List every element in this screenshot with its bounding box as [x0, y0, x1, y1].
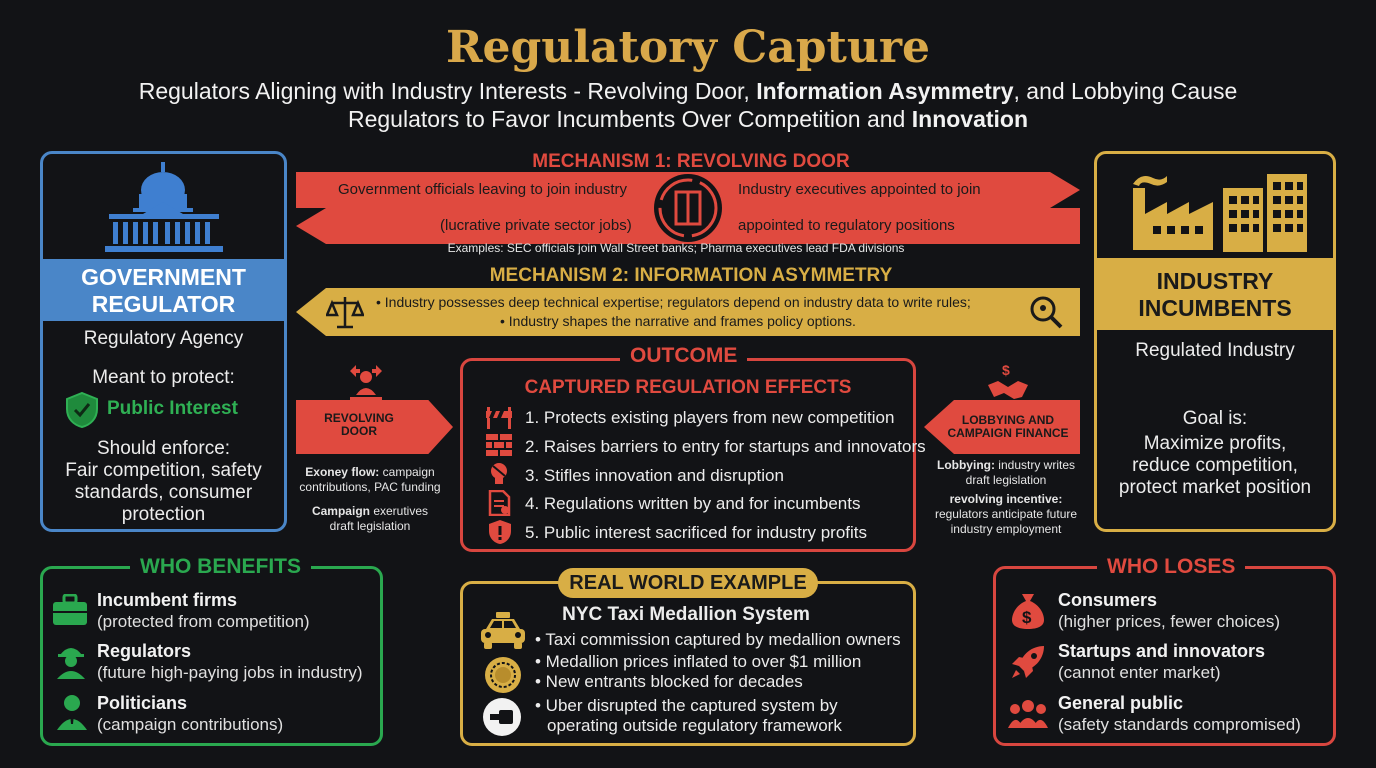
- lobbying-arrow-label: LOBBYING AND CAMPAIGN FINANCE: [947, 413, 1069, 440]
- document-icon: [488, 490, 512, 516]
- outcome-item-4: 4. Regulations written by and for incumb…: [525, 494, 861, 513]
- loser-desc-3: (safety standards compromised): [1058, 715, 1301, 734]
- outcome-label: OUTCOME: [620, 344, 748, 368]
- loser-name-2: Startups and innovators: [1058, 641, 1266, 661]
- scales-of-justice-icon: [326, 294, 364, 330]
- who-benefits-label: WHO BENEFITS: [130, 555, 311, 579]
- person-network-icon: [346, 363, 386, 403]
- handshake-dollar-icon: $: [986, 363, 1030, 405]
- money-bag-icon: $: [1010, 592, 1046, 630]
- subtitle-line-2: Regulators to Favor Incumbents Over Comp…: [347, 106, 1029, 132]
- example-item-2: • Medallion prices inflated to over $1 m…: [535, 652, 862, 671]
- loser-name-3: General public: [1058, 693, 1184, 713]
- worker-helmet-icon: [54, 643, 88, 679]
- benefit-name-2: Regulators: [97, 641, 192, 661]
- regulator-title-band: GOVERNMENT REGULATOR: [43, 259, 284, 321]
- right-flow-note-1: Lobbying: industry writes draft legislat…: [936, 458, 1075, 487]
- regulator-subtitle: Regulatory Agency: [83, 328, 244, 349]
- arrow-top-left-text: Government officials leaving to join ind…: [338, 181, 628, 198]
- industry-title-line1: INDUSTRY: [1156, 268, 1274, 294]
- left-flow-note-2: Campaign exerutives draft legislation: [311, 504, 429, 533]
- public-interest-label: Public Interest: [107, 398, 238, 419]
- revolving-door-icon: [652, 172, 724, 244]
- page-title: Regulatory Capture: [445, 22, 931, 73]
- arrow-information-asymmetry: [296, 288, 1080, 336]
- goal-text: Maximize profits, reduce competition, pr…: [1118, 433, 1312, 498]
- taxi-icon: [478, 611, 528, 651]
- regulator-panel: GOVERNMENT REGULATOR Regulatory Agency M…: [40, 151, 287, 532]
- mechanism-2-title: MECHANISM 2: INFORMATION ASYMMETRY: [489, 265, 893, 286]
- loser-name-1: Consumers: [1058, 590, 1158, 610]
- benefit-name-1: Incumbent firms: [97, 590, 238, 610]
- magnifier-icon: [1028, 294, 1064, 330]
- outcome-item-2: 2. Raises barriers to entry for startups…: [525, 437, 926, 456]
- loser-desc-1: (higher prices, fewer choices): [1058, 612, 1281, 631]
- group-people-icon: [1008, 698, 1048, 728]
- rocket-icon: [1010, 644, 1046, 680]
- uber-logo-icon: [482, 697, 522, 737]
- outcome-item-5: 5. Public interest sacrificed for indust…: [525, 523, 868, 542]
- arrow-top-right-text: Industry executives appointed to join: [738, 181, 981, 198]
- regulator-title-line2: REGULATOR: [91, 291, 236, 317]
- right-flow-note-2: revolving incentive: regulators anticipa…: [934, 492, 1078, 536]
- mechanism-1-title: MECHANISM 1: REVOLVING DOOR: [532, 151, 850, 172]
- svg-text:$: $: [1022, 608, 1032, 627]
- revolving-door-arrow: [296, 400, 453, 454]
- regulator-title-line1: GOVERNMENT: [81, 264, 246, 290]
- who-loses-label: WHO LOSES: [1097, 555, 1246, 579]
- loser-desc-2: (cannot enter market): [1058, 663, 1221, 682]
- medallion-icon: [484, 656, 522, 694]
- enforce-text: Fair competition, safety standards, cons…: [65, 460, 262, 525]
- politician-icon: [56, 694, 88, 730]
- goal-label: Goal is:: [1182, 408, 1248, 429]
- subtitle-line-1: Regulators Aligning with Industry Intere…: [138, 78, 1238, 104]
- example-item-1: • Taxi commission captured by medallion …: [535, 630, 901, 649]
- shield-warning-icon: [488, 519, 512, 545]
- outcome-title: CAPTURED REGULATION EFFECTS: [524, 377, 852, 398]
- briefcase-icon: [52, 594, 88, 626]
- benefit-name-3: Politicians: [97, 693, 188, 713]
- outcome-item-1: 1. Protects existing players from new co…: [525, 408, 895, 427]
- left-flow-note-1: Exoney flow: campaign contributions, PAC…: [299, 465, 441, 494]
- revolving-door-arrow-label: REVOLVING DOOR: [324, 411, 394, 438]
- benefit-desc-2: (future high-paying jobs in industry): [97, 663, 363, 682]
- industry-subtitle: Regulated Industry: [1135, 340, 1295, 361]
- capitol-building-icon: [103, 162, 225, 254]
- arrow-bottom-right-text: appointed to regulatory positions: [738, 217, 955, 234]
- arrow-bottom-left-text: (lucrative private sector jobs): [440, 217, 632, 234]
- industry-title-line2: INCUMBENTS: [1138, 295, 1292, 321]
- outcome-item-3: 3. Stifles innovation and disruption: [525, 466, 784, 485]
- industry-title-band: INDUSTRY INCUMBENTS: [1097, 258, 1333, 330]
- meant-to-protect-label: Meant to protect:: [92, 367, 235, 388]
- industry-panel: INDUSTRY INCUMBENTS Regulated Industry G…: [1094, 151, 1336, 532]
- example-item-4: • Uber disrupted the captured system by: [535, 696, 838, 715]
- lightbulb-icon: [488, 461, 510, 487]
- example-title: NYC Taxi Medallion System: [562, 604, 810, 625]
- lobbying-arrow: [924, 400, 1080, 454]
- shield-check-icon: [65, 392, 99, 428]
- real-world-example-label: REAL WORLD EXAMPLE: [558, 568, 818, 598]
- svg-text:$: $: [1002, 363, 1010, 378]
- office-buildings-icon: [1223, 174, 1309, 252]
- mechanism-2-line2: • Industry shapes the narrative and fram…: [500, 313, 856, 329]
- mechanism-1-examples: Examples: SEC officials join Wall Street…: [447, 241, 905, 255]
- benefit-desc-3: (campaign contributions): [97, 715, 284, 734]
- mechanism-2-line1: • Industry possesses deep technical expe…: [376, 294, 971, 310]
- example-item-5: operating outside regulatory framework: [547, 716, 842, 735]
- benefit-desc-1: (protected from competition): [97, 612, 310, 631]
- brick-wall-icon: [486, 434, 512, 458]
- should-enforce-label: Should enforce:: [96, 438, 231, 459]
- example-item-3: • New entrants blocked for decades: [535, 672, 803, 691]
- barrier-icon: [484, 405, 514, 429]
- factory-icon: [1127, 170, 1217, 250]
